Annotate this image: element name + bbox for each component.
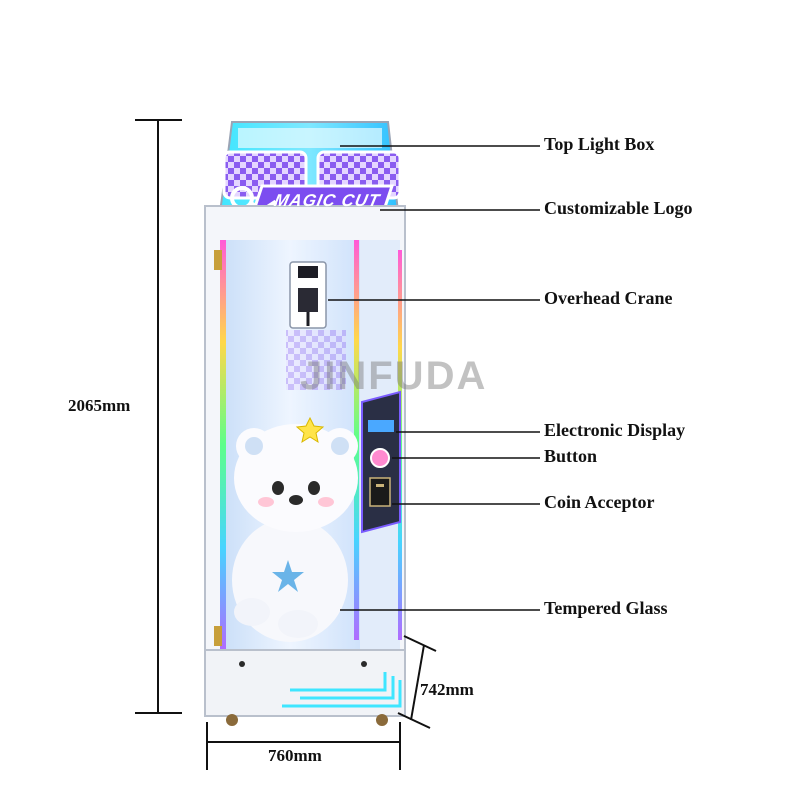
watermark: JINFUDA: [300, 354, 488, 398]
label-tempered-glass: Tempered Glass: [544, 598, 668, 618]
logo-text: MAGIC CUT: [272, 191, 382, 210]
coin-acceptor: [369, 477, 391, 507]
dimension-depth: 742mm: [420, 680, 474, 699]
label-top-light-box: Top Light Box: [544, 134, 655, 154]
label-overhead-crane: Overhead Crane: [544, 288, 673, 308]
lower-cabinet: [204, 649, 406, 726]
control-panel: [361, 390, 401, 534]
dimension-width: 760mm: [268, 746, 322, 765]
label-electronic-display: Electronic Display: [544, 420, 686, 440]
label-button: Button: [544, 446, 598, 466]
callout-lines: [328, 145, 540, 611]
label-coin-acceptor: Coin Acceptor: [544, 492, 655, 512]
teddy-bear-prize: [232, 416, 358, 642]
dimension-height: 2065mm: [68, 396, 131, 415]
dimension-lines: [135, 119, 437, 770]
play-button: [370, 448, 390, 468]
electronic-display: [368, 420, 394, 432]
label-customizable-logo: Customizable Logo: [544, 198, 693, 218]
overhead-crane: [289, 261, 327, 329]
